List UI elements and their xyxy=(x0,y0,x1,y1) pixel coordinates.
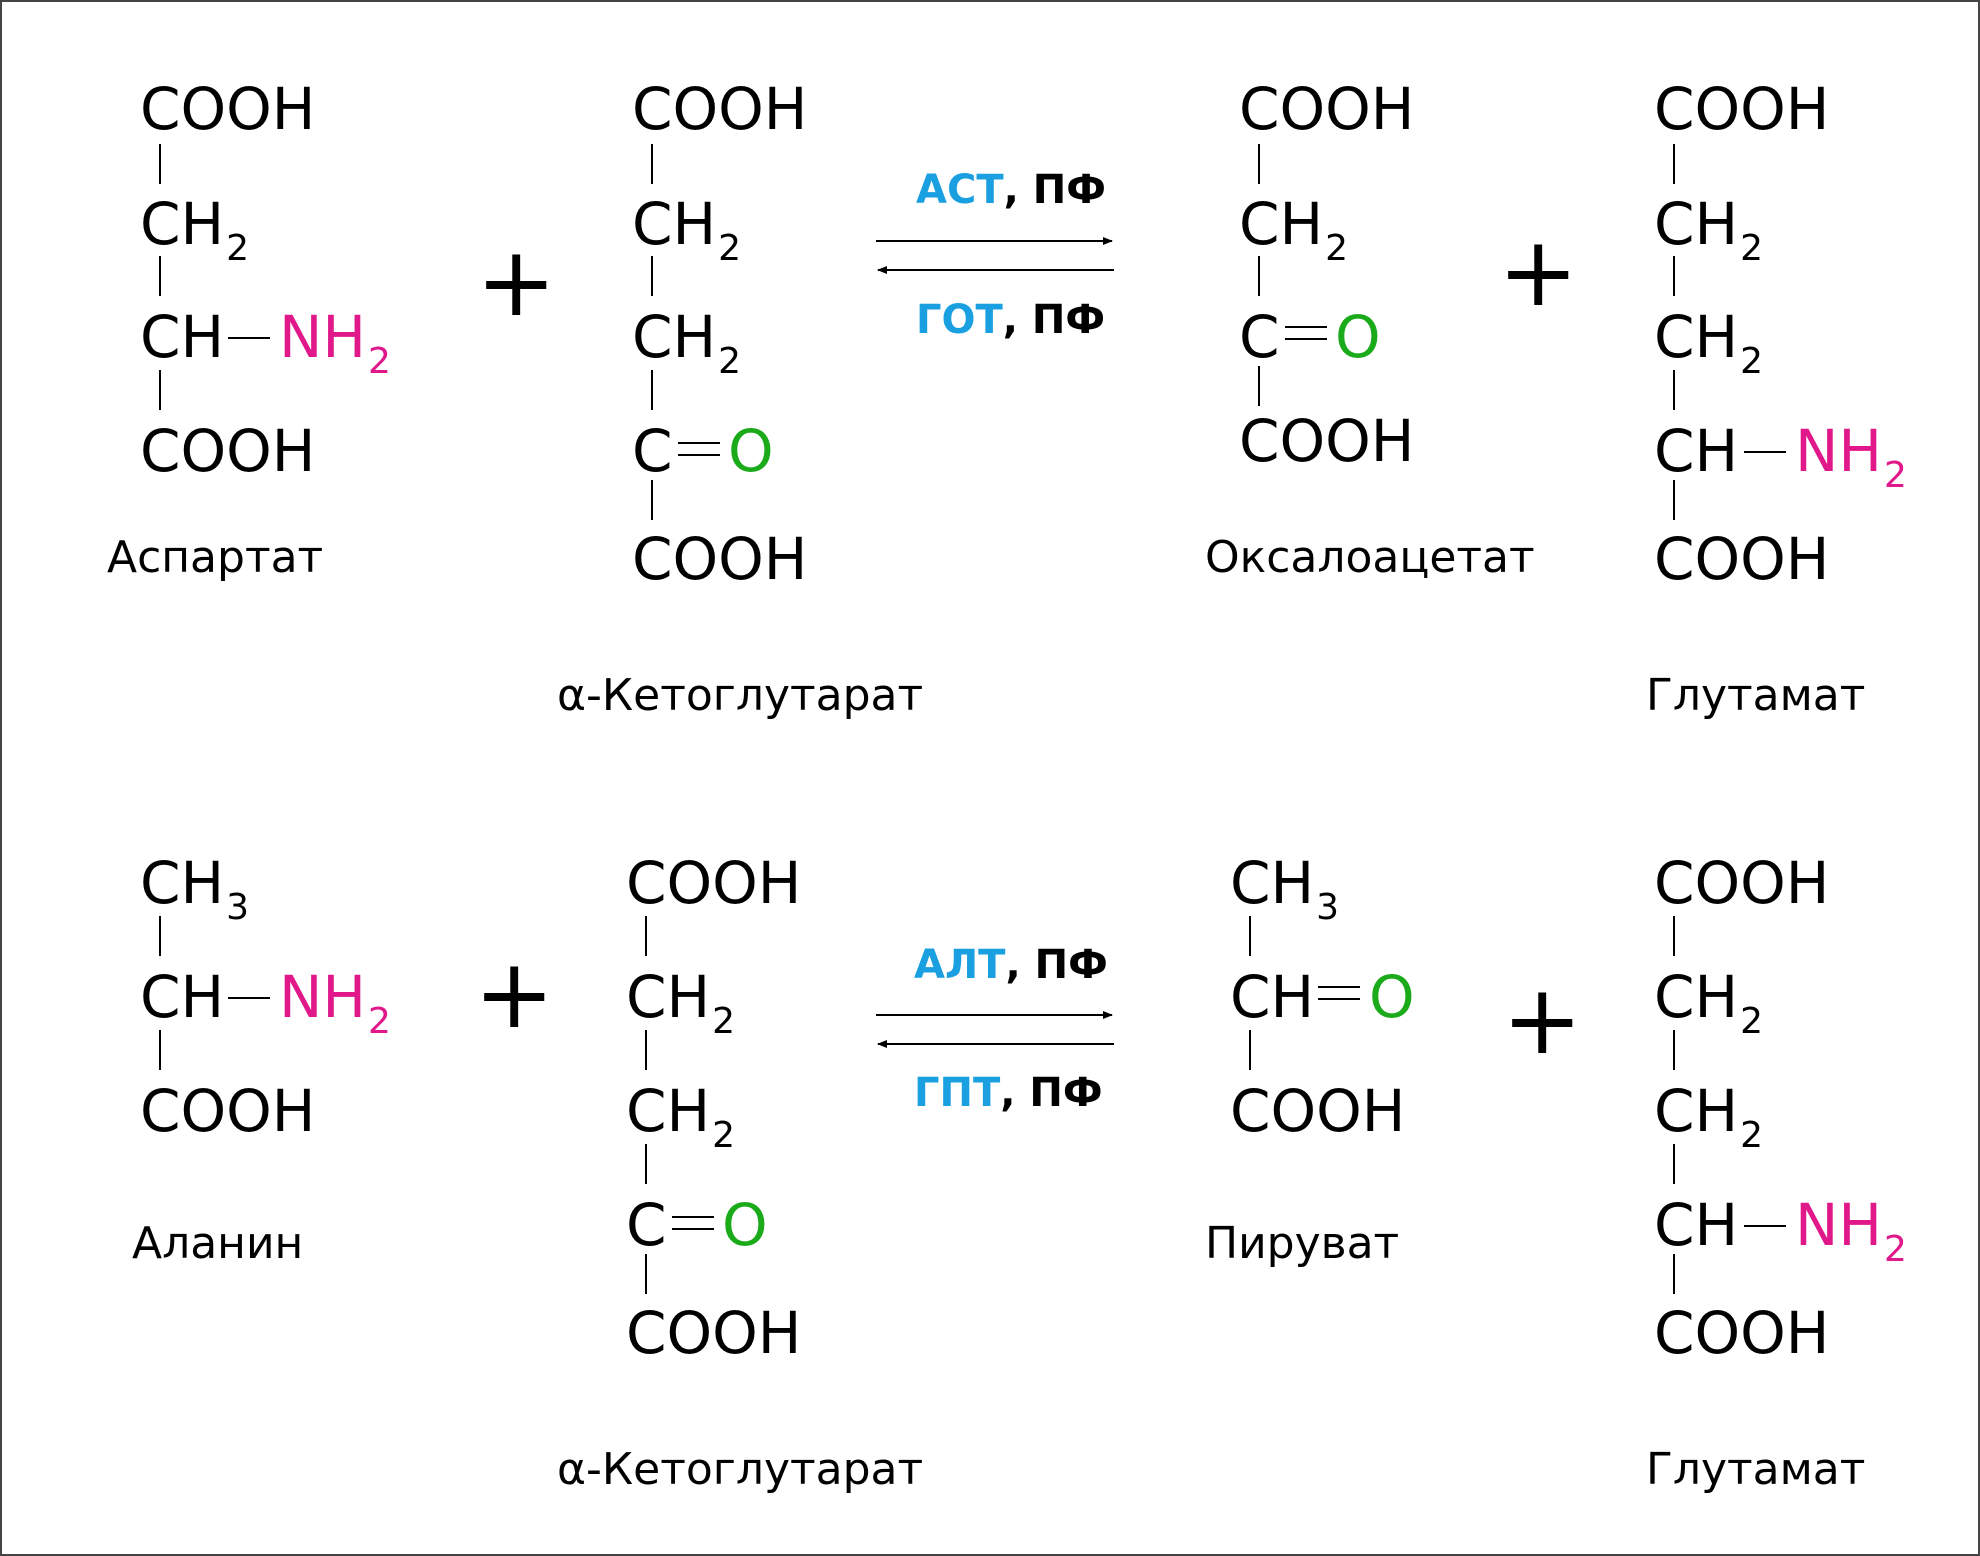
ch2-group: CH2 xyxy=(1239,190,1349,269)
amino-group: NH2 xyxy=(1795,1191,1907,1270)
single-bond xyxy=(1673,256,1675,296)
single-bond xyxy=(1744,1225,1786,1227)
single-bond xyxy=(228,997,270,999)
compound-label-alanine: Аланин xyxy=(132,1218,304,1269)
compound-label-glutamate: Глутамат xyxy=(1646,670,1866,721)
single-bond xyxy=(1744,451,1786,453)
cooh-group: COOH xyxy=(626,849,802,917)
single-bond xyxy=(651,256,653,296)
single-bond xyxy=(651,370,653,410)
cooh-group: COOH xyxy=(140,1077,316,1145)
double-bond xyxy=(1318,986,1360,1000)
single-bond xyxy=(159,370,161,410)
single-bond xyxy=(1673,370,1675,410)
reverse-enzyme-label: ГОТ, ПФ xyxy=(916,297,1106,343)
double-bond xyxy=(1285,326,1327,340)
ch2-group: CH2 xyxy=(1654,963,1764,1042)
cooh-group: COOH xyxy=(632,75,808,143)
oxygen-atom: O xyxy=(728,417,774,485)
ch3-group: CH3 xyxy=(140,849,250,928)
cooh-group: COOH xyxy=(1654,75,1830,143)
plus-sign: + xyxy=(1502,964,1583,1076)
single-bond xyxy=(1249,916,1251,956)
ch2-group: CH2 xyxy=(1654,303,1764,382)
ch-group: CH xyxy=(1230,963,1315,1031)
ch2-group: CH2 xyxy=(632,190,742,269)
ch2-group: CH2 xyxy=(1654,190,1764,269)
cooh-group: COOH xyxy=(626,1299,802,1367)
single-bond xyxy=(645,916,647,956)
cooh-group: COOH xyxy=(140,75,316,143)
double-bond xyxy=(672,1216,714,1230)
single-bond xyxy=(159,916,161,956)
single-bond xyxy=(159,256,161,296)
compound-label-glutamate: Глутамат xyxy=(1646,1444,1866,1495)
cooh-group: COOH xyxy=(1230,1077,1406,1145)
ch-group: CH xyxy=(1654,417,1739,485)
plus-sign: + xyxy=(474,938,555,1050)
compound-label-aspartate: Аспартат xyxy=(107,532,324,583)
single-bond xyxy=(159,1030,161,1070)
amino-group: NH2 xyxy=(1795,417,1907,496)
ch2-group: CH2 xyxy=(1654,1077,1764,1156)
single-bond xyxy=(228,337,270,339)
cooh-group: COOH xyxy=(140,417,316,485)
single-bond xyxy=(1258,256,1260,296)
cooh-group: COOH xyxy=(1654,1299,1830,1367)
reverse-enzyme-label: ГПТ, ПФ xyxy=(914,1070,1103,1116)
carbonyl-carbon: C xyxy=(632,417,673,485)
single-bond xyxy=(1258,144,1260,184)
carbonyl-carbon: C xyxy=(626,1191,667,1259)
oxygen-atom: O xyxy=(1335,303,1381,371)
ch2-group: CH2 xyxy=(626,963,736,1042)
single-bond xyxy=(1258,366,1260,406)
single-bond xyxy=(645,1030,647,1070)
forward-enzyme-label: АСТ, ПФ xyxy=(916,167,1106,213)
ch2-group: CH2 xyxy=(626,1077,736,1156)
single-bond xyxy=(651,144,653,184)
cooh-group: COOH xyxy=(1239,407,1415,475)
single-bond xyxy=(1673,916,1675,956)
cooh-group: COOH xyxy=(632,525,808,593)
ch-group: CH xyxy=(140,963,225,1031)
ch-group: CH xyxy=(140,303,225,371)
carbonyl-carbon: C xyxy=(1239,303,1280,371)
double-bond xyxy=(678,442,720,456)
cooh-group: COOH xyxy=(1239,75,1415,143)
oxygen-atom: O xyxy=(1369,963,1415,1031)
cooh-group: COOH xyxy=(1654,849,1830,917)
oxygen-atom: O xyxy=(722,1191,768,1259)
ch2-group: CH2 xyxy=(632,303,742,382)
ch2-group: CH2 xyxy=(140,190,250,269)
single-bond xyxy=(645,1144,647,1184)
plus-sign: + xyxy=(476,226,557,338)
single-bond xyxy=(1673,144,1675,184)
compound-label-alpha-ketoglutarate: α-Кетоглутарат xyxy=(557,1444,924,1495)
compound-label-oxaloacetate: Оксалоацетат xyxy=(1205,532,1535,583)
cooh-group: COOH xyxy=(1654,525,1830,593)
compound-label-pyruvate: Пируват xyxy=(1205,1218,1400,1269)
single-bond xyxy=(159,144,161,184)
single-bond xyxy=(651,480,653,520)
compound-label-alpha-ketoglutarate: α-Кетоглутарат xyxy=(557,670,924,721)
amino-group: NH2 xyxy=(279,963,391,1042)
single-bond xyxy=(1673,1030,1675,1070)
forward-enzyme-label: АЛТ, ПФ xyxy=(914,942,1108,988)
single-bond xyxy=(1673,480,1675,520)
ch-group: CH xyxy=(1654,1191,1739,1259)
plus-sign: + xyxy=(1498,216,1579,328)
single-bond xyxy=(1249,1030,1251,1070)
single-bond xyxy=(1673,1254,1675,1294)
amino-group: NH2 xyxy=(279,303,391,382)
single-bond xyxy=(645,1254,647,1294)
single-bond xyxy=(1673,1144,1675,1184)
ch3-group: CH3 xyxy=(1230,849,1340,928)
